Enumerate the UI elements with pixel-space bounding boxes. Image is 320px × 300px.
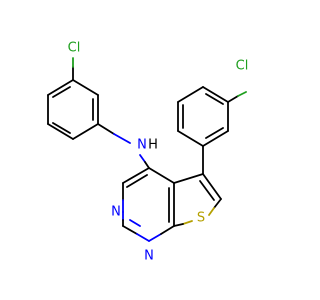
atom-labels: Cl Cl N H N N S — [68, 41, 249, 264]
double-bond-inner — [205, 127, 224, 139]
bond — [47, 79, 74, 96]
atom-label-n1: N — [144, 249, 154, 264]
double-bond-inner — [199, 180, 215, 201]
atom-label-n3: N — [111, 205, 121, 220]
chlorophenyl-ring-left — [47, 57, 99, 140]
bond — [202, 130, 229, 147]
thiophene-ring — [173, 173, 222, 227]
bond — [202, 173, 222, 200]
bond-n-c4 — [144, 161, 150, 169]
background — [0, 0, 300, 300]
bond — [173, 223, 184, 227]
bond — [148, 167, 175, 184]
bond — [213, 198, 222, 209]
double-bond-inner — [205, 93, 224, 105]
bond — [72, 79, 99, 96]
chlorophenyl-ring-right — [177, 86, 247, 175]
bond — [173, 173, 204, 184]
bond-c-cl — [227, 95, 239, 103]
bond — [202, 86, 229, 103]
atom-label-nh-n: N — [137, 138, 147, 153]
bond-c-cl — [237, 91, 247, 97]
bond — [160, 225, 175, 235]
bond — [47, 123, 74, 140]
bond-n-c4 — [139, 154, 146, 163]
double-bond-inner — [52, 122, 71, 134]
bond — [177, 130, 204, 147]
atom-label-s: S — [197, 211, 205, 226]
double-bond-inner — [126, 174, 148, 188]
double-bond-inner — [129, 219, 141, 227]
pyrimidine-ring — [122, 167, 175, 242]
double-bond-inner — [52, 86, 71, 98]
bond — [72, 123, 99, 140]
bond — [122, 167, 150, 184]
bond — [122, 225, 138, 235]
bond — [182, 220, 193, 225]
bond — [148, 233, 162, 242]
atom-label-cl-left: Cl — [68, 41, 81, 56]
bond — [208, 207, 215, 216]
nh-linker — [97, 123, 150, 169]
bond-c-n — [97, 123, 115, 135]
bond — [136, 233, 150, 242]
atom-label-nh-h: H — [148, 138, 158, 153]
bond — [177, 86, 204, 103]
atom-label-cl-right: Cl — [236, 59, 249, 74]
bond-c-n — [113, 133, 131, 144]
molecule-structure: Cl Cl N H N N S — [0, 0, 300, 300]
